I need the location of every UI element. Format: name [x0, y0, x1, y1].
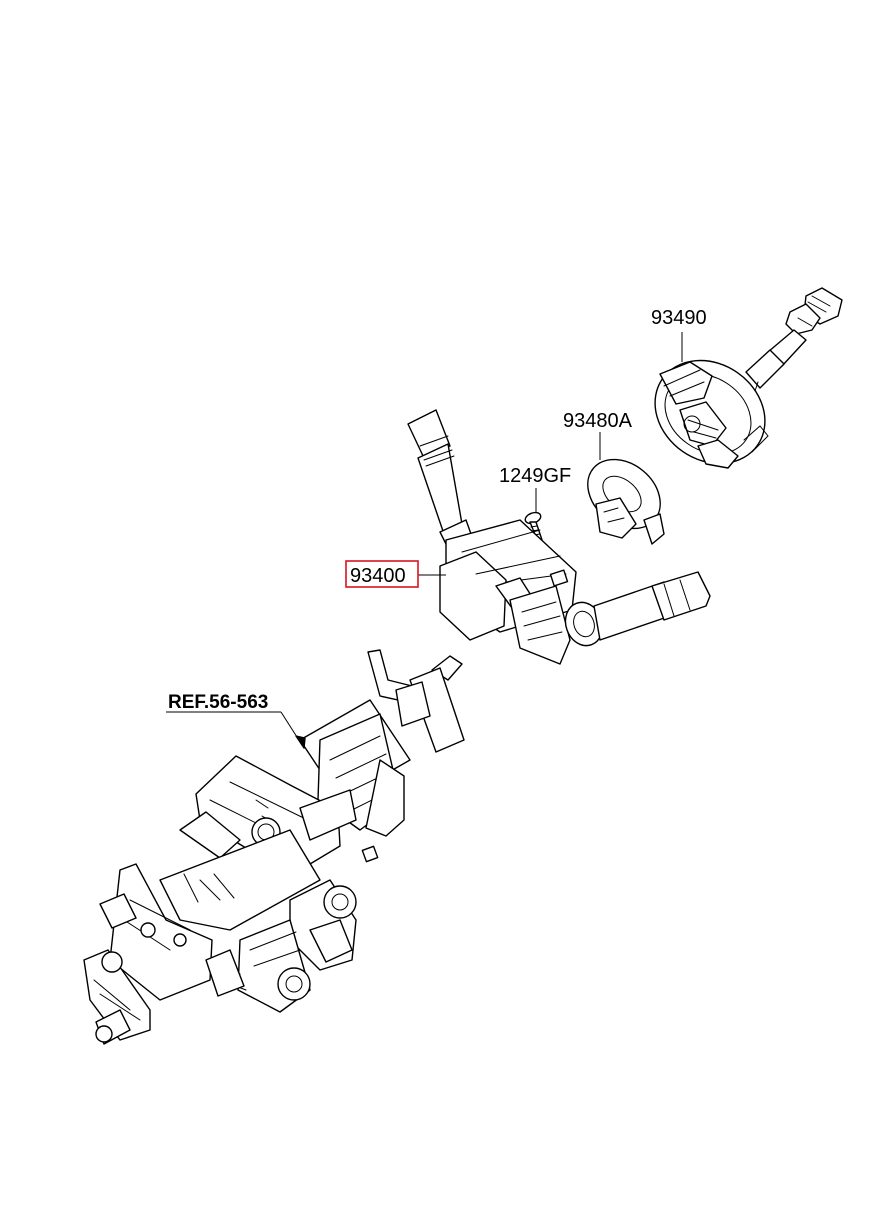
part-label-93490[interactable]: 93490: [651, 307, 707, 329]
part-label-1249GF[interactable]: 1249GF: [499, 465, 571, 487]
clock-spring-assembly[interactable]: [635, 287, 843, 485]
part-label-93400[interactable]: 93400: [350, 565, 406, 587]
multifunction-switch-assembly[interactable]: [407, 409, 711, 665]
steering-column-assembly[interactable]: [83, 649, 465, 1045]
part-label-93480A[interactable]: 93480A: [563, 410, 633, 432]
contact-ring-part[interactable]: [574, 445, 674, 545]
reference-label[interactable]: REF.56-563: [168, 692, 268, 713]
reference-arrowhead: [295, 735, 306, 749]
highlight-box-93400: [345, 560, 419, 588]
